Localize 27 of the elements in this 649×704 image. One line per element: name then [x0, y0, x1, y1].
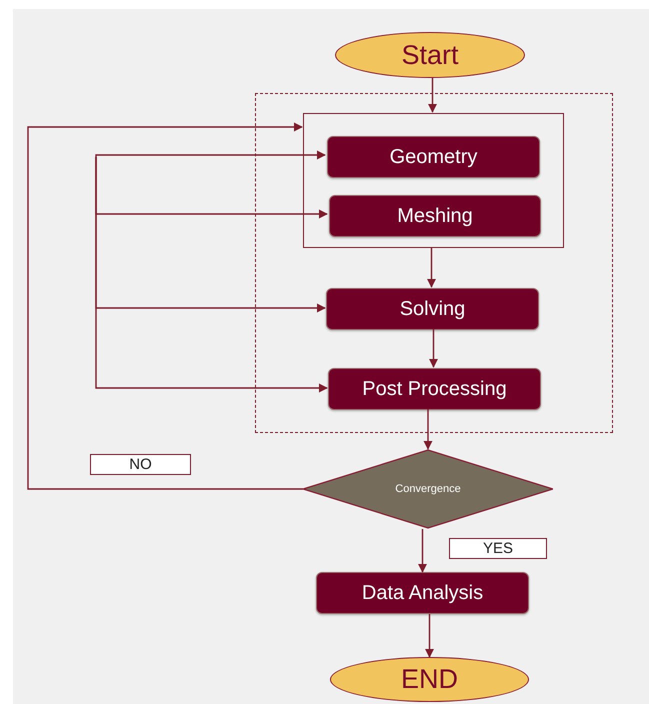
group-box: [303, 113, 564, 248]
node-label: Start: [401, 40, 459, 70]
process-box: [328, 368, 541, 410]
node-label: Geometry: [390, 146, 478, 168]
edge-label: NO: [90, 454, 191, 475]
node-label: Post Processing: [362, 378, 507, 400]
process-box: [316, 572, 529, 614]
node-label: Convergence: [395, 483, 461, 495]
arrow: [429, 329, 438, 368]
decision-diamond: [303, 449, 553, 529]
node-label: Meshing: [397, 204, 473, 228]
node-label: Solving: [400, 298, 466, 320]
arrow: [27, 122, 303, 490]
node-label: Data Analysis: [362, 582, 484, 604]
process-box: [326, 288, 539, 330]
process-box: [327, 136, 540, 178]
arrow: [428, 78, 437, 113]
dashed-group-box: [255, 93, 613, 433]
arrow: [95, 157, 328, 392]
edge-label: YES: [449, 538, 547, 559]
arrow: [424, 409, 432, 450]
arrow: [418, 529, 427, 573]
arrow: [427, 247, 436, 288]
arrow: [95, 150, 326, 160]
process-box: [329, 195, 541, 237]
arrow: [425, 614, 434, 658]
node-label: END: [400, 664, 458, 695]
